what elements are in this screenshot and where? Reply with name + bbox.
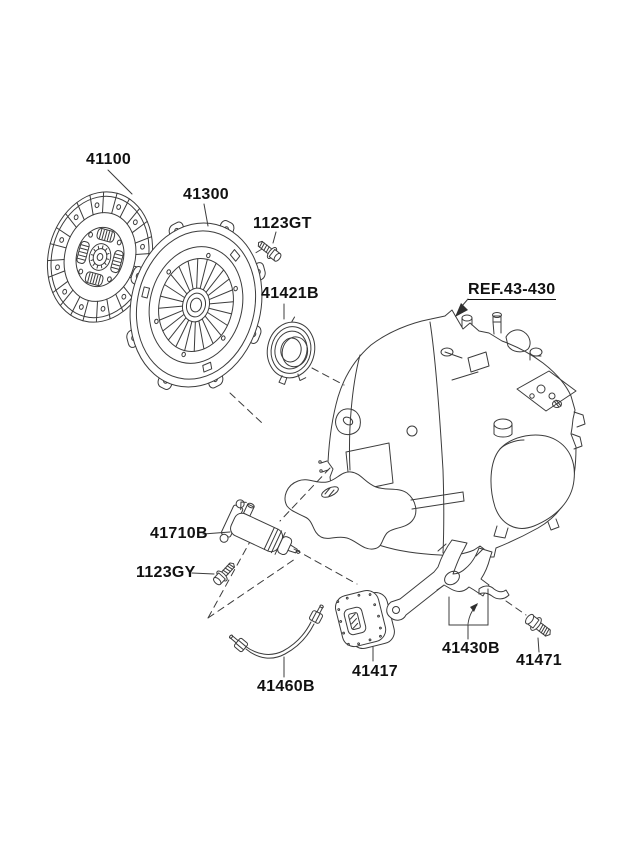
leader-lines xyxy=(108,170,539,677)
label-release-fork[interactable]: 41430B xyxy=(442,640,500,657)
mount-bracket-drawing xyxy=(285,472,464,549)
label-cover-bolt[interactable]: 1123GT xyxy=(253,215,312,232)
clutch-cover-drawing xyxy=(125,218,267,392)
release-bearing-drawing xyxy=(261,313,321,389)
cover-bolt-drawing xyxy=(255,237,284,264)
release-fork-drawing xyxy=(387,540,509,624)
ref-arrowhead xyxy=(455,303,468,317)
release-cylinder-drawing xyxy=(218,497,310,573)
label-ref-transaxle[interactable]: REF.43-430 xyxy=(468,281,556,300)
label-clutch-disc[interactable]: 41100 xyxy=(86,151,132,168)
label-release-bearing[interactable]: 41421B xyxy=(261,285,319,302)
label-clutch-cover[interactable]: 41300 xyxy=(183,186,229,203)
label-boot[interactable]: 41417 xyxy=(352,663,398,680)
boot-drawing xyxy=(333,586,397,653)
cylinder-bolt-drawing xyxy=(211,559,239,587)
clutch-disc-drawing xyxy=(33,180,167,334)
label-pivot-bolt[interactable]: 41471 xyxy=(516,652,562,669)
pivot-bolt-drawing xyxy=(523,611,555,640)
clutch-tube-drawing xyxy=(227,603,327,658)
label-clutch-tube[interactable]: 41460B xyxy=(257,678,315,695)
label-release-cylinder[interactable]: 41710B xyxy=(150,525,208,542)
label-cylinder-bolt[interactable]: 1123GY xyxy=(136,564,196,581)
